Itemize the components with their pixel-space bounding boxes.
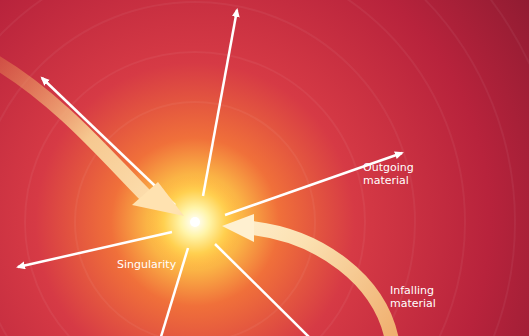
outgoing-arrows — [18, 10, 402, 336]
infalling-arrows — [0, 62, 392, 336]
label-text: Singularity — [117, 259, 187, 272]
label-text: Infalling material — [390, 285, 442, 310]
singularity-dot — [190, 217, 200, 227]
label-text: Outgoing material — [363, 162, 415, 187]
